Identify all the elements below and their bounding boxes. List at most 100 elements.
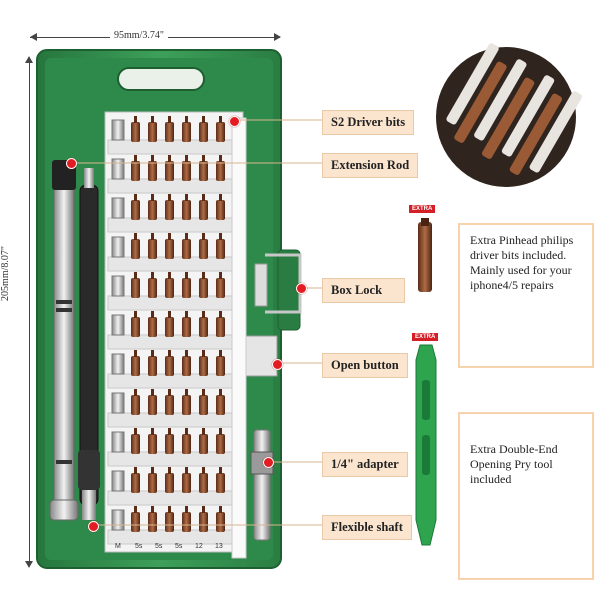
driver-bit-tip xyxy=(202,311,205,318)
closeup-bit xyxy=(454,61,507,143)
driver-bit-tip xyxy=(151,467,154,474)
driver-bit xyxy=(182,161,191,181)
driver-bit xyxy=(182,434,191,454)
driver-bit xyxy=(148,122,157,142)
driver-bit xyxy=(216,122,225,142)
extra-badge-pry-tool: EXTRA xyxy=(412,333,439,341)
driver-bit xyxy=(182,473,191,493)
nut-driver-bit xyxy=(111,392,125,414)
width-dimension-label: 95mm/3.74" xyxy=(110,30,168,41)
driver-bit-tip xyxy=(151,116,154,123)
driver-bit xyxy=(148,512,157,532)
driver-bit-tip xyxy=(168,194,171,201)
driver-bit xyxy=(148,473,157,493)
driver-bit-tip xyxy=(202,116,205,123)
driver-bit-tip xyxy=(185,506,188,513)
note-pinhead-bits: Extra Pinhead philips driver bits includ… xyxy=(458,223,594,368)
driver-bit-tip xyxy=(219,272,222,279)
driver-bit xyxy=(182,122,191,142)
driver-bit-tip xyxy=(134,194,137,201)
driver-bit-tip xyxy=(185,116,188,123)
nut-driver-bit xyxy=(111,275,125,297)
driver-bit xyxy=(199,473,208,493)
nut-driver-bit xyxy=(111,353,125,375)
bit-size-label: M xyxy=(115,543,121,550)
driver-bit-tip xyxy=(202,233,205,240)
bit-size-label: 13 xyxy=(215,543,223,550)
driver-bit xyxy=(165,278,174,298)
driver-bit-tip xyxy=(151,350,154,357)
driver-bit xyxy=(148,434,157,454)
driver-bit-tip xyxy=(151,233,154,240)
closeup-bit xyxy=(482,77,535,159)
driver-bit-tip xyxy=(219,311,222,318)
label-s2-driver-bits: S2 Driver bits xyxy=(322,110,415,135)
driver-bit xyxy=(131,317,140,337)
driver-bit-tip xyxy=(168,428,171,435)
closeup-bit xyxy=(446,43,499,125)
driver-bit-tip xyxy=(219,233,222,240)
driver-bit xyxy=(216,356,225,376)
driver-bit-tip xyxy=(134,389,137,396)
marker-box-lock xyxy=(296,283,307,294)
pinhead-bit xyxy=(418,222,432,292)
driver-bit-tip xyxy=(202,350,205,357)
driver-bit xyxy=(131,434,140,454)
driver-bit-tip xyxy=(134,155,137,162)
nut-driver-bit xyxy=(111,470,125,492)
driver-bit xyxy=(216,239,225,259)
driver-bit xyxy=(165,356,174,376)
driver-bit-tip xyxy=(219,389,222,396)
driver-bit-tip xyxy=(134,350,137,357)
bit-size-label: 5s xyxy=(135,543,143,550)
driver-bit xyxy=(165,239,174,259)
driver-bit xyxy=(165,473,174,493)
nut-driver-bit xyxy=(111,236,125,258)
note-pry-tool: Extra Double-End Opening Pry tool includ… xyxy=(458,412,594,580)
driver-bit-tip xyxy=(168,467,171,474)
driver-bit-tip xyxy=(202,467,205,474)
driver-bit xyxy=(216,200,225,220)
driver-bit-tip xyxy=(151,428,154,435)
driver-bit xyxy=(216,161,225,181)
driver-bit xyxy=(182,356,191,376)
driver-bit-tip xyxy=(219,467,222,474)
driver-bit-tip xyxy=(185,155,188,162)
driver-bit xyxy=(148,356,157,376)
marker-adapter xyxy=(263,457,274,468)
driver-bit xyxy=(131,200,140,220)
driver-bit-tip xyxy=(219,428,222,435)
driver-bit-tip xyxy=(185,272,188,279)
driver-bit-tip xyxy=(134,272,137,279)
driver-bit-tip xyxy=(202,272,205,279)
closeup-bit xyxy=(501,75,555,157)
driver-bit xyxy=(148,161,157,181)
driver-bit-tip xyxy=(219,506,222,513)
closeup-bit xyxy=(474,59,527,141)
driver-bit xyxy=(216,395,225,415)
extra-badge-pinhead: EXTRA xyxy=(409,205,436,213)
driver-bit xyxy=(199,278,208,298)
label-extension-rod: Extension Rod xyxy=(322,153,419,178)
driver-bit-tip xyxy=(185,350,188,357)
driver-bit xyxy=(199,317,208,337)
driver-bit-tip xyxy=(202,389,205,396)
driver-bit-tip xyxy=(168,233,171,240)
driver-bit xyxy=(148,200,157,220)
closeup-bit xyxy=(509,93,563,175)
driver-bit xyxy=(216,473,225,493)
driver-bit xyxy=(216,434,225,454)
nut-driver-bit xyxy=(111,119,125,141)
label-open-button: Open button xyxy=(322,353,408,378)
driver-bit xyxy=(165,161,174,181)
driver-bit xyxy=(182,239,191,259)
driver-bit-tip xyxy=(168,506,171,513)
driver-bit-tip xyxy=(151,311,154,318)
bit-size-label: 12 xyxy=(195,543,203,550)
driver-bit-tip xyxy=(185,194,188,201)
driver-bit xyxy=(165,122,174,142)
driver-bit-tip xyxy=(168,389,171,396)
driver-bit xyxy=(199,434,208,454)
driver-bit xyxy=(199,512,208,532)
